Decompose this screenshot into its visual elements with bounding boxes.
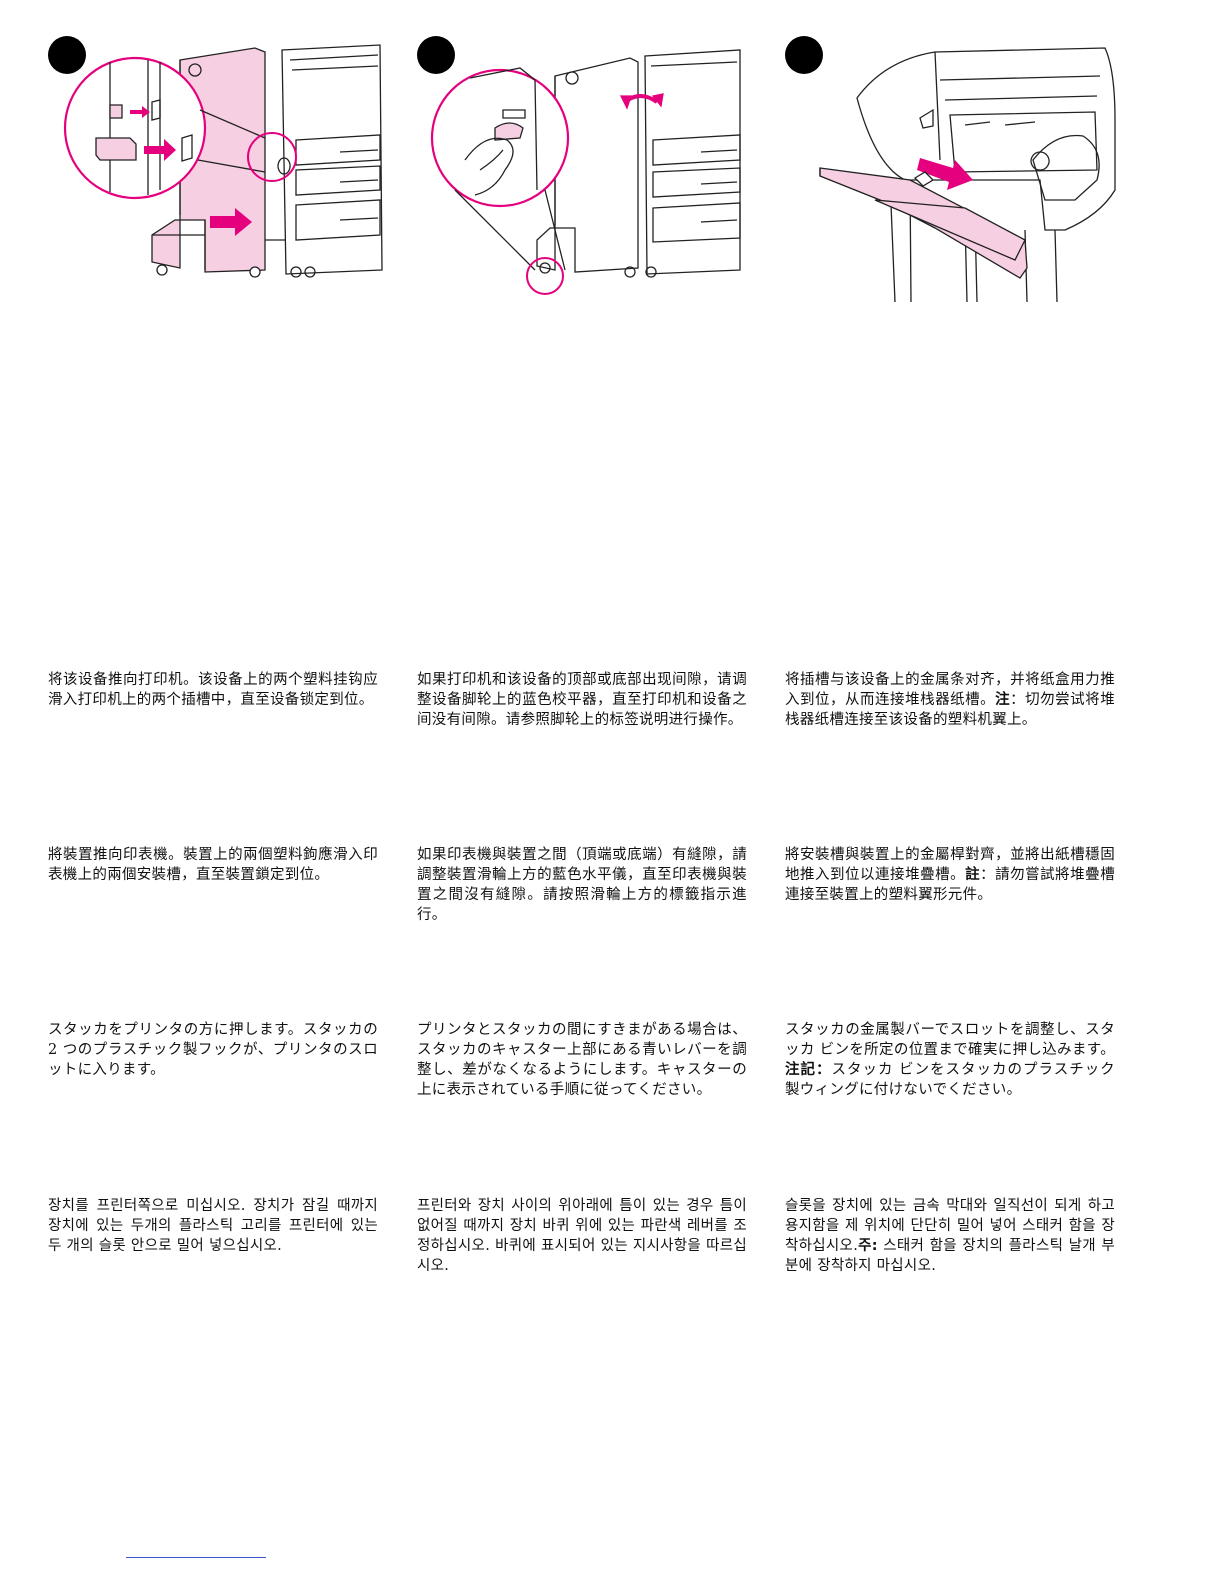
ko-step-1-text: 장치를 프린터쪽으로 미십시오. 장치가 잠길 때까지 장치에 있는 두개의 플… (48, 1198, 378, 1254)
zh-cn-step-2-text: 如果打印机和该设备的顶部或底部出现间隙，请调整设备脚轮上的蓝色校平器，直至打印机… (417, 672, 747, 728)
zh-cn-step-1-text: 将该设备推向打印机。该设备上的两个塑料挂钩应滑入打印机上的两个插槽中，直至设备锁… (48, 672, 378, 708)
step-2-number-circle (417, 36, 455, 74)
zh-cn-step-3-text: 将插槽与该设备上的金属条对齐，并将纸盒用力推入到位，从而连接堆栈器纸槽。注：切勿… (785, 670, 1115, 730)
illustration-adjust-leveler (425, 40, 745, 295)
ko-step-3-text: 슬롯을 장치에 있는 금속 막대와 일직선이 되게 하고 용지함을 제 위치에 … (785, 1196, 1115, 1276)
ko-step-2-text: 프린터와 장치 사이의 위아래에 틈이 있는 경우 틈이 없어질 때까지 장치 … (417, 1198, 747, 1274)
ja-step-3-text-main: スタッカの金属製バーでスロットを調整し、スタッカ ビンを所定の位置まで確実に押し… (785, 1022, 1115, 1058)
ja-step-3-text: スタッカの金属製バーでスロットを調整し、スタッカ ビンを所定の位置まで確実に押し… (785, 1020, 1115, 1100)
ko-step-3-note-label: 주: (858, 1238, 878, 1254)
ko-step-3-note-text: 스태커 함을 장치의 플라스틱 날개 부분에 장착하지 마십시오. (785, 1238, 1115, 1274)
ja-step-3-note-label: 注記： (785, 1062, 832, 1078)
ko-step-3-text-main: 슬롯을 장치에 있는 금속 막대와 일직선이 되게 하고 용지함을 제 위치에 … (785, 1198, 1115, 1254)
footer-rule (126, 1557, 266, 1558)
zh-tw-step-2-text: 如果印表機與裝置之間（頂端或底端）有縫隙，請調整裝置滑輪上方的藍色水平儀，直至印… (417, 847, 747, 923)
zh-tw-step-3-text-main: 將安裝槽與裝置上的金屬桿對齊，並將出紙槽穩固地推入到位以連接堆疊槽。 (785, 847, 1115, 883)
step-1-number-circle (48, 36, 86, 74)
zh-tw-step-3-note-text: ：請勿嘗試將堆疊槽連接至裝置上的塑料翼形元件。 (785, 867, 1115, 903)
zh-cn-step-3-note-text: ：切勿尝试将堆栈器纸槽连接至该设备的塑料机翼上。 (785, 692, 1115, 728)
step-3-number-circle (785, 36, 823, 74)
ja-step-3-note-text: スタッカ ビンをスタッカのプラスチック製ウィングに付けないでください。 (785, 1062, 1115, 1098)
zh-cn-step-3-text-main: 将插槽与该设备上的金属条对齐，并将纸盒用力推入到位，从而连接堆栈器纸槽。 (785, 672, 1115, 708)
ja-step-1-text: スタッカをプリンタの方に押します。スタッカの 2 つのプラスチック製フックが、プ… (48, 1022, 378, 1078)
ja-step-2-text: プリンタとスタッカの間にすきまがある場合は、スタッカのキャスター上部にある青いレ… (417, 1022, 747, 1098)
illustration-push-stacker (60, 40, 385, 285)
zh-tw-step-3-note-label: 註 (965, 867, 981, 883)
zh-cn-step-3-note-label: 注 (995, 692, 1011, 708)
zh-tw-step-1-text: 將裝置推向印表機。裝置上的兩個塑料鉤應滑入印表機上的兩個安裝槽，直至裝置鎖定到位… (48, 847, 378, 883)
zh-tw-step-3-text: 將安裝槽與裝置上的金屬桿對齊，並將出紙槽穩固地推入到位以連接堆疊槽。註：請勿嘗試… (785, 845, 1115, 905)
illustration-attach-bin (815, 40, 1120, 302)
